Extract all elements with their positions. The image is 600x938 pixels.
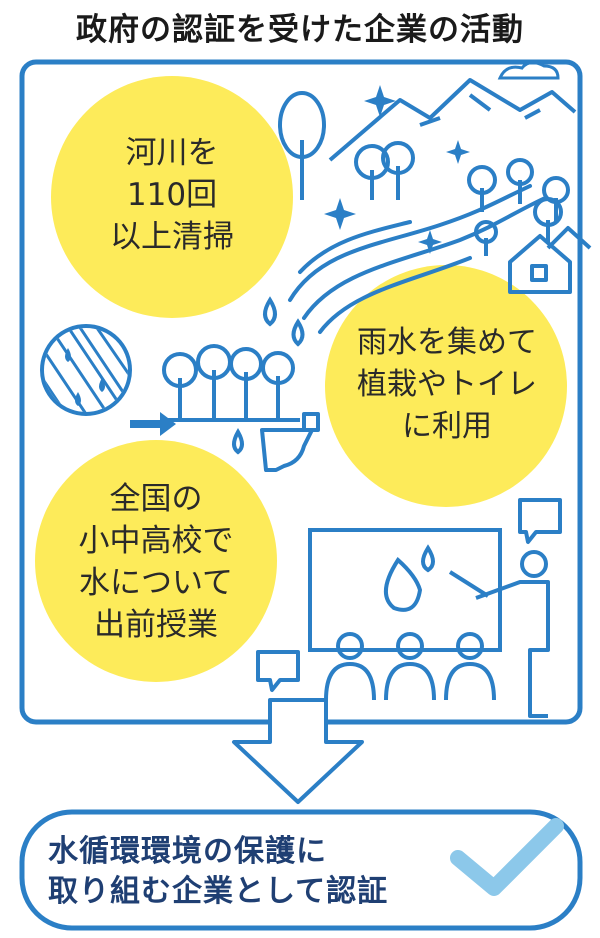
- activity-2-text: 雨水を集めて 植栽やトイレ に利用: [357, 325, 537, 444]
- arrow-icon: [130, 412, 176, 436]
- activity-1-text: 河川を 110回 以上清掃: [110, 135, 234, 255]
- mountain-icon: [328, 78, 577, 162]
- activity-3-text: 全国の 小中高校で 水について 出前授業: [78, 481, 234, 643]
- check-icon: [450, 818, 564, 896]
- result-box: [19, 809, 583, 931]
- tree-icon: [162, 344, 300, 422]
- water-drop-icon: [263, 296, 305, 347]
- toilet-icon: [260, 412, 320, 472]
- teacher-icon: [475, 550, 550, 718]
- result-text: 水循環環境の保護に 取り組む企業として認証: [48, 834, 389, 909]
- activity-circle-3: [35, 440, 277, 682]
- cloud-icon: [497, 61, 560, 80]
- house-icon: [508, 226, 592, 294]
- tree-icon: [354, 141, 570, 256]
- water-drop-icon: [232, 427, 244, 455]
- student-icon: [324, 632, 496, 701]
- activity-circle-1: [51, 76, 293, 318]
- tree-icon: [278, 91, 326, 200]
- whiteboard-icon: [308, 528, 502, 652]
- speech-bubble-icon: [256, 498, 562, 692]
- river-icon: [288, 184, 547, 334]
- rain-icon: [40, 324, 132, 416]
- activity-circle-2: [325, 265, 567, 507]
- page-title: 政府の認証を受けた企業の活動: [76, 12, 524, 48]
- sparkle-icon: [324, 85, 470, 254]
- down-arrow-icon: [232, 698, 364, 804]
